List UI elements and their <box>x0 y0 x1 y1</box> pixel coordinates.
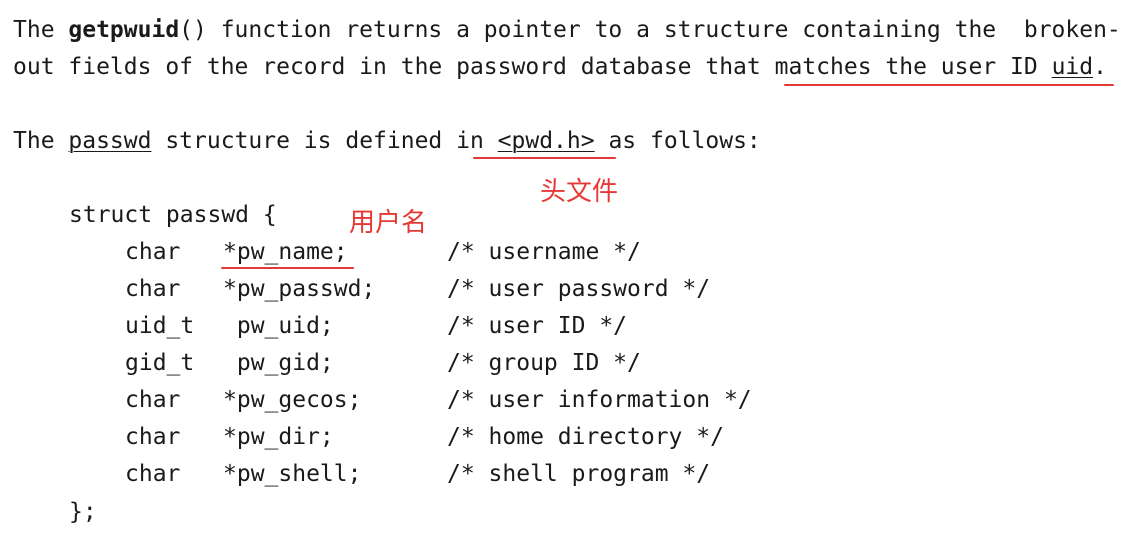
field-comment: /* user ID */ <box>447 313 628 339</box>
text-segment: as follows: <box>594 128 761 154</box>
field-type: char <box>125 239 181 265</box>
header-file-link[interactable]: <pwd.h> <box>497 128 595 154</box>
text-segment: The <box>13 17 69 43</box>
text-segment: The <box>13 128 69 154</box>
field-comment: /* user information */ <box>447 387 752 413</box>
paragraph1-line1: The getpwuid() function returns a pointe… <box>13 15 1121 45</box>
field-comment: /* user password */ <box>447 276 711 302</box>
header-annotation: 头文件 <box>540 177 619 207</box>
text-segment: structure is defined in <box>151 128 498 154</box>
red-underline-header <box>473 157 616 159</box>
field-name: *pw_passwd; <box>223 276 376 302</box>
text-segment: . <box>1093 54 1107 80</box>
field-type: char <box>125 387 181 413</box>
uid-term: uid <box>1051 54 1094 80</box>
text-segment: () function returns a pointer to a struc… <box>179 17 1121 43</box>
field-type: char <box>125 461 181 487</box>
field-name: *pw_dir; <box>223 424 334 450</box>
code-struct-close: }; <box>69 499 97 525</box>
field-comment: /* shell program */ <box>447 461 711 487</box>
field-name: pw_uid; <box>223 313 334 339</box>
field-comment: /* home directory */ <box>447 424 724 450</box>
function-name: getpwuid <box>68 17 180 43</box>
field-name: pw_gid; <box>223 350 334 376</box>
field-name: *pw_gecos; <box>223 387 362 413</box>
red-underline-uid <box>784 84 1114 86</box>
text-segment: out fields of the record in the password… <box>13 54 775 80</box>
code-struct-open: struct passwd { <box>69 202 277 228</box>
field-type: char <box>125 424 181 450</box>
field-name: *pw_shell; <box>223 461 362 487</box>
paragraph1-line2: out fields of the record in the password… <box>13 52 1107 82</box>
field-type: char <box>125 276 181 302</box>
field-name: *pw_name; <box>223 239 348 265</box>
paragraph2: The passwd structure is defined in <pwd.… <box>13 126 761 156</box>
struct-name-link[interactable]: passwd <box>68 128 152 154</box>
field-comment: /* username */ <box>447 239 641 265</box>
field-type: gid_t <box>125 350 195 376</box>
red-underline-pw-name <box>221 267 354 269</box>
highlighted-text: matches the user ID <box>774 54 1052 80</box>
field-comment: /* group ID */ <box>447 350 641 376</box>
field-type: uid_t <box>125 313 195 339</box>
username-annotation: 用户名 <box>349 208 428 238</box>
